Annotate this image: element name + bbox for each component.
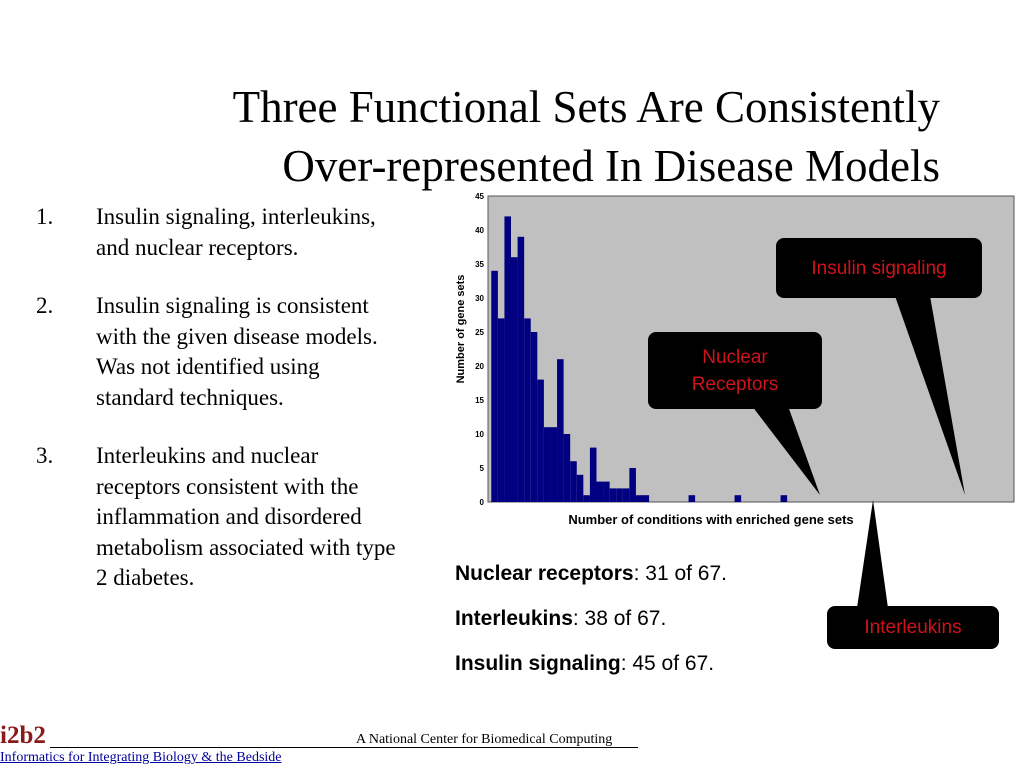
list-text: Interleukins and nuclear receptors consi… bbox=[96, 443, 396, 590]
facts-list: Nuclear receptors: 31 of 67. Interleukin… bbox=[455, 562, 727, 697]
center-text: A National Center for Biomedical Computi… bbox=[356, 732, 613, 747]
histogram-bar bbox=[734, 495, 742, 502]
histogram-bar bbox=[517, 236, 525, 503]
interleukins-pointer bbox=[857, 500, 888, 608]
callout-nuclear-receptors: Nuclear Receptors bbox=[648, 332, 822, 409]
y-tick-label: 40 bbox=[475, 226, 484, 235]
callout-insulin: Insulin signaling bbox=[776, 238, 982, 298]
callout-interleukins: Interleukins bbox=[827, 606, 999, 649]
histogram-bar bbox=[491, 270, 498, 502]
title-line-2: Over-represented In Disease Models bbox=[282, 141, 940, 191]
histogram-bar bbox=[511, 257, 518, 502]
list-number: 3. bbox=[36, 443, 54, 468]
callout-nuclear-line2: Receptors bbox=[691, 373, 779, 395]
tagline-link[interactable]: Informatics for Integrating Biology & th… bbox=[0, 750, 282, 765]
histogram-bar bbox=[589, 447, 597, 502]
x-axis-label: Number of conditions with enriched gene … bbox=[568, 512, 853, 527]
nuclear-pointer bbox=[752, 406, 820, 495]
fact-nuclear-receptors: Nuclear receptors: 31 of 67. bbox=[455, 562, 727, 585]
histogram-bar bbox=[563, 434, 571, 502]
histogram-bar bbox=[603, 481, 610, 502]
histogram-bar bbox=[780, 495, 788, 502]
histogram-bar bbox=[688, 495, 696, 502]
list-number: 2. bbox=[36, 293, 54, 318]
title-line-1: Three Functional Sets Are Consistently bbox=[232, 82, 940, 132]
list-text: Insulin signaling, interleukins, and nuc… bbox=[96, 204, 376, 260]
histogram-bar bbox=[616, 488, 623, 502]
y-tick-label: 30 bbox=[475, 294, 484, 303]
list-item: 3. Interleukins and nuclear receptors co… bbox=[36, 441, 396, 594]
numbered-list: 1. Insulin signaling, interleukins, and … bbox=[36, 202, 396, 622]
y-tick-label: 0 bbox=[480, 498, 485, 507]
histogram-bar bbox=[530, 332, 538, 502]
callout-insulin-text: Insulin signaling bbox=[811, 257, 947, 279]
histogram-bar bbox=[550, 427, 558, 502]
footer-rule bbox=[50, 747, 638, 748]
histogram-bar bbox=[504, 216, 512, 502]
histogram-bar bbox=[570, 461, 577, 502]
y-tick-label: 45 bbox=[475, 192, 484, 201]
histogram-bar bbox=[543, 427, 551, 502]
histogram-bar bbox=[629, 468, 636, 502]
list-item: 1. Insulin signaling, interleukins, and … bbox=[36, 202, 396, 263]
fact-insulin-signaling: Insulin signaling: 45 of 67. bbox=[455, 652, 715, 675]
slide-title: Three Functional Sets Are Consistently O… bbox=[100, 78, 940, 196]
histogram-bar bbox=[609, 488, 617, 502]
histogram-bar bbox=[524, 318, 531, 502]
histogram-bar bbox=[497, 318, 505, 502]
histogram-bar bbox=[596, 481, 604, 502]
i2b2-logo: i2b2 bbox=[0, 722, 46, 749]
histogram-bar bbox=[576, 474, 584, 502]
callout-interleukins-text: Interleukins bbox=[864, 617, 962, 638]
list-number: 1. bbox=[36, 204, 54, 229]
histogram-bar bbox=[537, 379, 544, 502]
histogram-bar bbox=[635, 495, 643, 502]
y-tick-label: 10 bbox=[475, 430, 484, 439]
fact-interleukins: Interleukins: 38 of 67. bbox=[455, 607, 667, 630]
y-axis-label: Number of gene sets bbox=[455, 275, 467, 384]
histogram-bar bbox=[622, 488, 630, 502]
y-tick-label: 15 bbox=[475, 396, 484, 405]
y-tick-label: 25 bbox=[475, 328, 484, 337]
y-tick-label: 20 bbox=[475, 362, 484, 371]
histogram-bar bbox=[642, 495, 650, 502]
callout-nuclear-line1: Nuclear bbox=[702, 346, 768, 368]
list-text: Insulin signaling is consistent with the… bbox=[96, 293, 378, 410]
y-tick-label: 35 bbox=[475, 260, 484, 269]
insulin-pointer bbox=[895, 296, 965, 495]
histogram-bar bbox=[583, 495, 590, 502]
histogram-bar bbox=[557, 359, 564, 502]
list-item: 2. Insulin signaling is consistent with … bbox=[36, 291, 396, 413]
y-tick-label: 5 bbox=[480, 464, 485, 473]
